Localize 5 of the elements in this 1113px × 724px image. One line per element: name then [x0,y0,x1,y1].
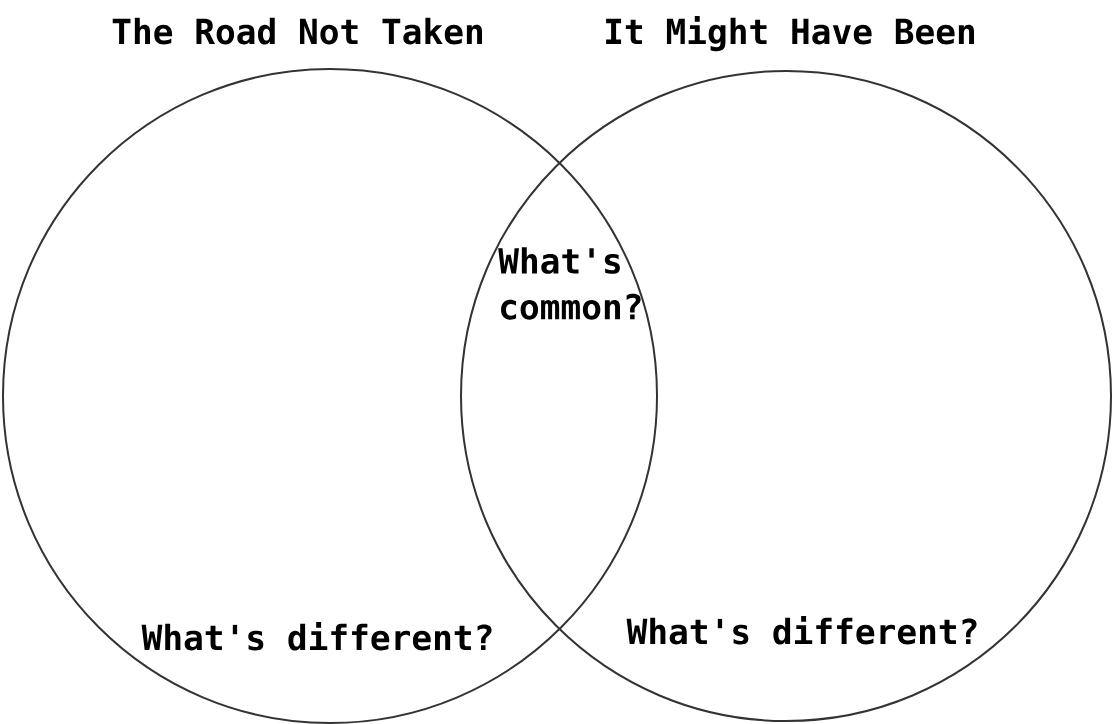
region-text: What's different? [626,616,977,645]
region-text: What's common? [498,247,641,320]
region-text: What's different? [141,622,492,651]
circle-title: It Might Have Been [606,16,975,52]
circle-title: The Road Not Taken [112,17,483,45]
